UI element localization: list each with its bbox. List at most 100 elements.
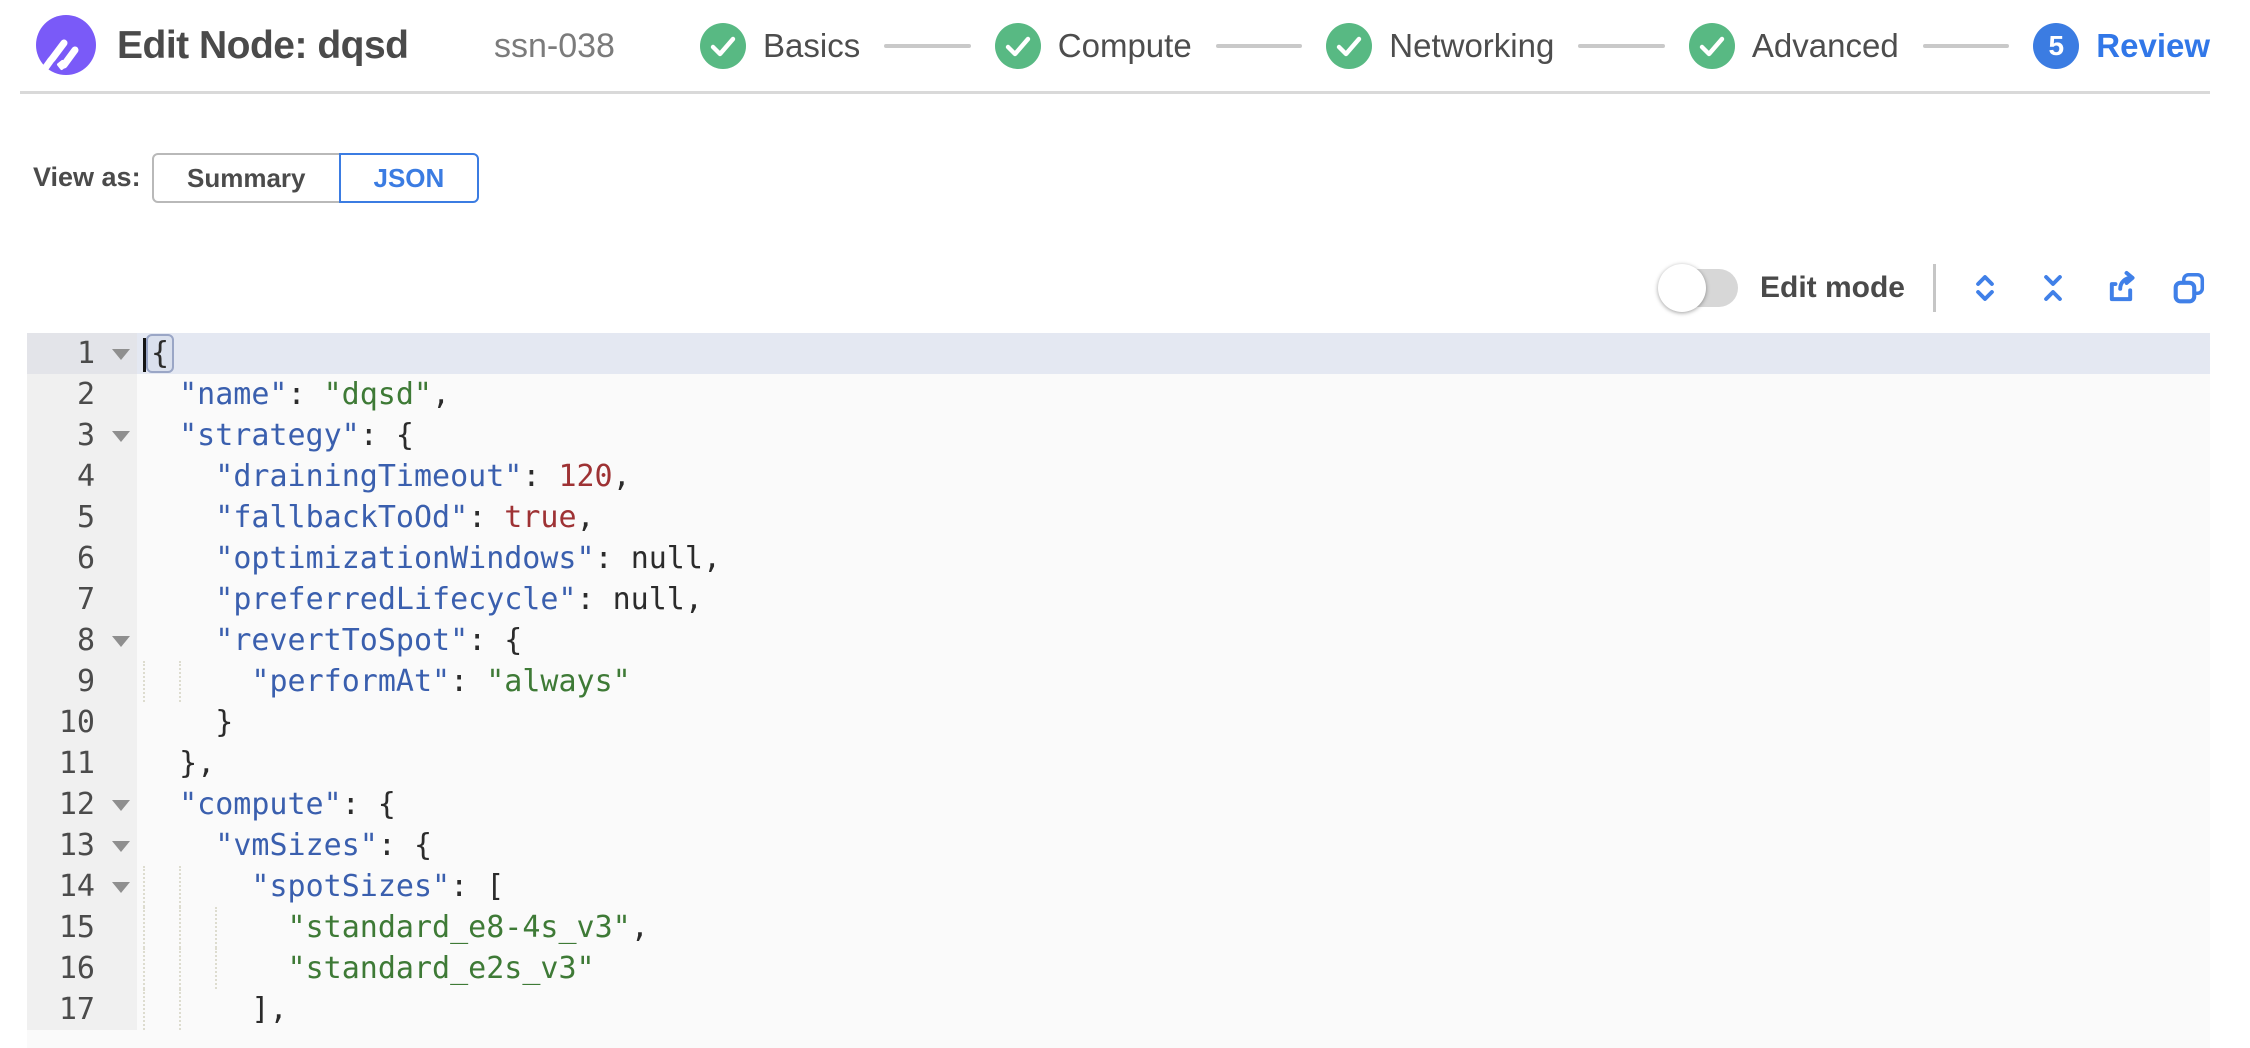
token-p: : [450, 664, 487, 699]
gutter-line-number: 9 [27, 661, 137, 702]
gutter-line-number: 1 [27, 333, 137, 374]
gutter-line-number: 6 [27, 538, 137, 579]
code-line-content[interactable]: "standard_e2s_v3" [137, 948, 2210, 989]
step-check-icon [1326, 23, 1373, 69]
step-label: Compute [1057, 27, 1192, 64]
editor-line: 4"drainingTimeout": 120, [27, 456, 2210, 497]
code-line-content[interactable]: } [137, 702, 2210, 743]
editor-line: 17], [27, 989, 2210, 1030]
gutter-line-number: 11 [27, 743, 137, 784]
code-line-content[interactable]: "name": "dqsd", [137, 374, 2210, 415]
indent-guide [179, 907, 182, 948]
editor-line: 11}, [27, 743, 2210, 784]
token-p: , [612, 459, 631, 494]
indent-guide [143, 989, 145, 1030]
token-p: : { [468, 623, 523, 658]
step-compute[interactable]: Compute [994, 23, 1192, 69]
editor-line: 12"compute": { [27, 784, 2210, 825]
indent-guide [179, 989, 182, 1030]
token-key: "preferredLifecycle" [215, 582, 577, 617]
step-connector [1215, 44, 1303, 48]
code-line-content[interactable]: "revertToSpot": { [137, 620, 2210, 661]
editor-line: 13"vmSizes": { [27, 825, 2210, 866]
step-networking[interactable]: Networking [1326, 23, 1554, 69]
code-line-content[interactable]: { [137, 333, 2210, 374]
header-divider [20, 91, 2210, 94]
token-bool: true [504, 500, 577, 535]
code-line-content[interactable]: "performAt": "always" [137, 661, 2210, 702]
fold-toggle-icon[interactable] [112, 841, 130, 852]
token-nul: null [630, 541, 703, 576]
gutter-line-number: 14 [27, 866, 137, 907]
code-line-content[interactable]: "spotSizes": [ [137, 866, 2210, 907]
view-as-json-button[interactable]: JSON [338, 153, 480, 203]
json-editor[interactable]: 1{2"name": "dqsd",3"strategy": {4"draini… [27, 333, 2210, 1048]
step-connector [1922, 44, 2010, 48]
token-p: , [630, 910, 649, 945]
token-p: : [576, 582, 613, 617]
view-as-label: View as: [33, 161, 141, 192]
token-p: : [594, 541, 631, 576]
code-line-content[interactable]: "optimizationWindows": null, [137, 538, 2210, 579]
token-p: , [684, 582, 703, 617]
editor-line: 9"performAt": "always" [27, 661, 2210, 702]
step-check-icon [700, 23, 746, 69]
step-basics[interactable]: Basics [700, 23, 860, 69]
step-label: Advanced [1751, 27, 1899, 64]
code-line-content[interactable]: "compute": { [137, 784, 2210, 825]
code-line-content[interactable]: "drainingTimeout": 120, [137, 456, 2210, 497]
gutter-line-number: 10 [27, 702, 137, 743]
step-check-icon [994, 23, 1041, 69]
token-key: "spotSizes" [251, 869, 451, 904]
token-key: "performAt" [251, 664, 451, 699]
token-p: : [ [450, 869, 505, 904]
code-line-content[interactable]: "fallbackToOd": true, [137, 497, 2210, 538]
token-p: } [215, 705, 234, 740]
collapse-all-icon[interactable] [2034, 269, 2072, 307]
fold-toggle-icon[interactable] [112, 636, 130, 647]
toggle-knob [1657, 264, 1706, 312]
fold-toggle-icon[interactable] [112, 882, 130, 893]
expand-all-icon[interactable] [1966, 269, 2004, 307]
code-line-content[interactable]: "standard_e8-4s_v3", [137, 907, 2210, 948]
token-key: "optimizationWindows" [215, 541, 595, 576]
code-line-content[interactable]: "preferredLifecycle": null, [137, 579, 2210, 620]
edit-mode-toggle[interactable] [1657, 264, 1738, 312]
token-key: "vmSizes" [215, 828, 378, 863]
token-p: , [576, 500, 595, 535]
code-line-content[interactable]: ], [137, 989, 2210, 1030]
copy-icon[interactable] [2170, 269, 2208, 307]
token-key: "revertToSpot" [215, 623, 469, 658]
step-connector [884, 44, 971, 48]
editor-line: 15"standard_e8-4s_v3", [27, 907, 2210, 948]
editor-line: 6"optimizationWindows": null, [27, 538, 2210, 579]
export-icon[interactable] [2102, 269, 2140, 307]
fold-toggle-icon[interactable] [112, 431, 130, 442]
code-line-content[interactable]: }, [137, 743, 2210, 784]
gutter-line-number: 16 [27, 948, 137, 989]
step-label: Basics [763, 27, 861, 64]
token-str: "standard_e8-4s_v3" [287, 910, 631, 945]
edit-mode-label: Edit mode [1759, 271, 1905, 304]
view-as-summary-button[interactable]: Summary [152, 153, 341, 203]
token-p: : [287, 377, 324, 412]
editor-line: 7"preferredLifecycle": null, [27, 579, 2210, 620]
code-line-content[interactable]: "vmSizes": { [137, 825, 2210, 866]
indent-guide [179, 661, 182, 702]
indent-guide [143, 907, 145, 948]
fold-toggle-icon[interactable] [112, 800, 130, 811]
token-p: : { [341, 787, 396, 822]
page-title: Edit Node: dqsd [117, 24, 409, 67]
gutter-line-number: 3 [27, 415, 137, 456]
gutter-line-number: 7 [27, 579, 137, 620]
code-line-content[interactable]: "strategy": { [137, 415, 2210, 456]
token-p: : { [377, 828, 433, 863]
step-advanced[interactable]: Advanced [1688, 23, 1899, 69]
editor-line: 14"spotSizes": [ [27, 866, 2210, 907]
gutter-line-number: 12 [27, 784, 137, 825]
fold-toggle-icon[interactable] [112, 349, 130, 360]
indent-guide [179, 866, 182, 907]
